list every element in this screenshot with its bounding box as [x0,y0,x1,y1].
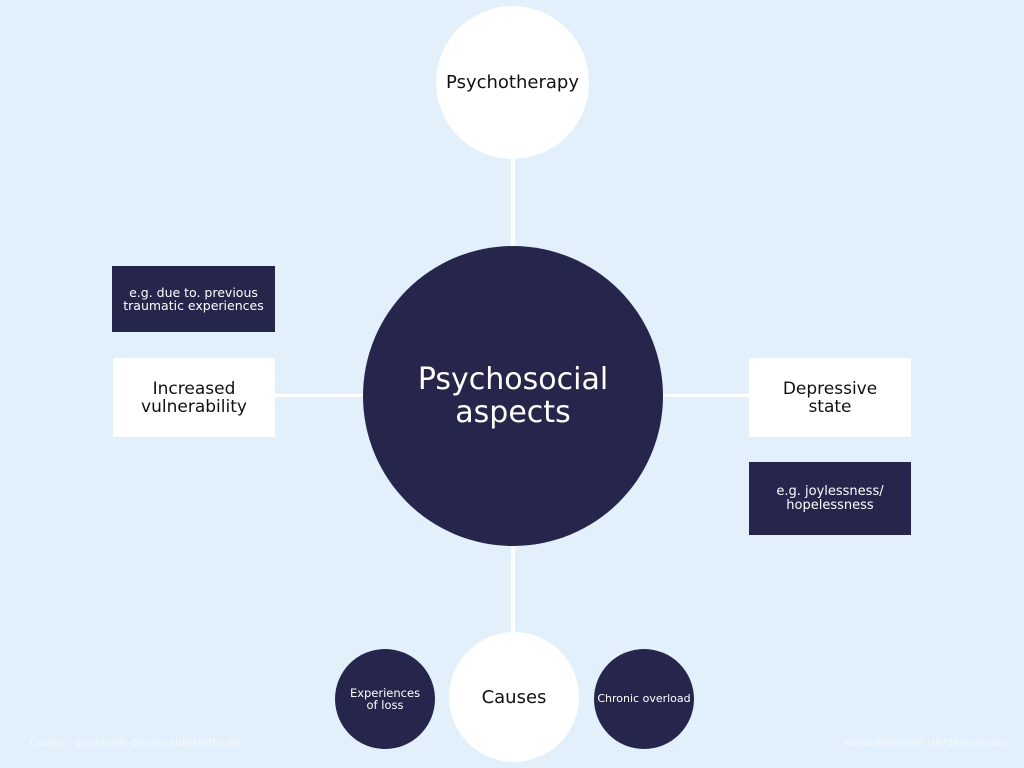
experiences-of-loss-node: Experiences of loss [335,649,435,749]
psychosocial-aspects-node: Psychosocial aspects [363,246,663,546]
causes-node: Causes [449,632,579,762]
increased-vulnerability-box: Increased vulnerability [113,358,275,437]
experiences-of-loss-label: Experiences of loss [349,685,421,712]
connector-top [511,158,515,248]
chronic-overload-label: Chronic overload [597,692,691,705]
connector-bottom [511,545,515,635]
connector-left [274,394,364,397]
depressive-state-note-text: e.g. joylessness/ hopelessness [776,483,884,513]
causes-label: Causes [481,686,547,708]
vulnerability-note-text: e.g. due to. previous traumatic experien… [123,284,264,313]
chronic-overload-node: Chronic overload [594,649,694,749]
psychotherapy-label: Psychotherapy [446,72,579,93]
depressive-state-label: Depressive state [782,378,878,417]
source-credit: Quelle: deutsche-depressionshilfe.de [30,736,241,749]
website-url: www.mhberlin.de/depression [843,736,1008,749]
connector-right [662,394,750,397]
psychosocial-aspects-label: Psychosocial aspects [417,362,609,430]
increased-vulnerability-label: Increased vulnerability [141,378,247,417]
psychotherapy-node: Psychotherapy [436,6,589,159]
vulnerability-note-box: e.g. due to. previous traumatic experien… [112,266,275,332]
depressive-state-box: Depressive state [749,358,911,437]
depressive-state-note-box: e.g. joylessness/ hopelessness [749,462,911,535]
